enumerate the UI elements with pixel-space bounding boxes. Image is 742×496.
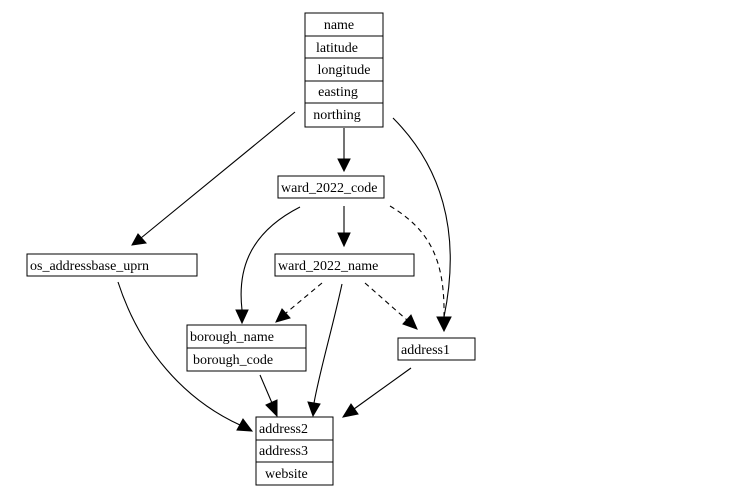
node-os-addressbase-uprn: os_addressbase_uprn <box>26 253 198 277</box>
field-label: ward_2022_name <box>278 259 378 274</box>
arrowhead <box>275 308 291 323</box>
edge-ward-name-to-borough <box>285 282 323 314</box>
arrowhead <box>337 232 351 248</box>
arrowhead <box>131 233 147 246</box>
edge-ward-name-to-bottom <box>313 283 343 404</box>
edge-address1-to-bottom <box>353 367 412 410</box>
field-label: northing <box>313 108 360 123</box>
field-label: borough_name <box>190 330 274 345</box>
arrowhead <box>307 401 321 418</box>
edge-ward-code-to-address1 <box>389 205 445 318</box>
field-label: address3 <box>259 444 308 459</box>
node-bottom: address2 address3 website <box>255 416 334 486</box>
field-label: address2 <box>259 422 308 437</box>
arrowhead <box>402 314 418 330</box>
arrowhead <box>337 158 351 173</box>
arrowhead <box>235 309 249 325</box>
node-borough: borough_name borough_code <box>186 324 307 372</box>
field-label: website <box>265 467 308 482</box>
field-label: longitude <box>318 63 371 78</box>
edge-os-uprn-to-bottom <box>117 281 241 426</box>
field-label: os_addressbase_uprn <box>30 259 149 274</box>
field-label: name <box>324 18 354 33</box>
node-address1: address1 <box>397 337 476 361</box>
edge-ward-code-to-borough <box>240 206 301 311</box>
field-label: ward_2022_code <box>281 181 377 196</box>
edge-ward-name-to-address1 <box>364 282 408 321</box>
edge-top-to-address1 <box>392 117 451 318</box>
node-ward-2022-code: ward_2022_code <box>277 175 385 199</box>
edge-top-to-os-uprn <box>140 111 296 239</box>
arrowhead <box>236 418 254 432</box>
node-ward-2022-name: ward_2022_name <box>274 253 415 277</box>
arrowhead <box>436 316 452 333</box>
field-label: borough_code <box>193 353 273 368</box>
field-label: latitude <box>316 41 358 56</box>
field-label: easting <box>318 85 358 100</box>
edge-borough-to-bottom <box>259 374 273 404</box>
node-top: name latitude longitude easting northing <box>304 12 384 128</box>
field-label: address1 <box>401 343 450 358</box>
arrowhead <box>265 399 278 418</box>
arrowhead <box>341 403 359 418</box>
